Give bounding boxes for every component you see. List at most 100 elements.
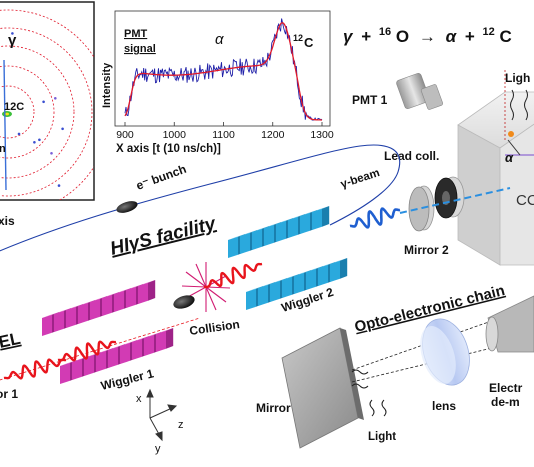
axis-y-arrow	[155, 431, 163, 442]
track-dot	[11, 32, 14, 35]
alpha-arrow-line	[507, 139, 521, 156]
mirror-2: Mirror 2	[404, 185, 449, 257]
vertex-core	[5, 112, 9, 116]
fel-label: EL	[0, 329, 22, 352]
collision-label: Collision	[188, 317, 240, 338]
collision-e-bunch	[173, 295, 195, 309]
axis-x-arrow	[146, 388, 154, 398]
gamma-beam-wave	[349, 207, 401, 229]
light-wave-4	[381, 399, 387, 417]
pmt-1: PMT 1	[352, 73, 444, 110]
fel-beam-line	[0, 317, 201, 381]
pmt-x-tick-label: 1300	[310, 129, 334, 141]
inset-partial-label: n	[0, 143, 6, 155]
lead-coll-label: Lead coll.	[384, 149, 439, 163]
chamber-front-face	[499, 123, 534, 266]
wiggler-1-bottom-block	[156, 328, 174, 352]
reaction-chamber: α CC Ligh	[457, 70, 534, 266]
opto-mirror-label: Mirror	[256, 401, 291, 415]
axis-x-label: x	[136, 393, 142, 405]
eq-gamma: γ	[343, 27, 354, 46]
demux-face	[485, 316, 499, 352]
axis-z-arrow	[167, 404, 178, 412]
svg-text:γ + 16 O: γ + 16 O → α + 12 C	[343, 20, 512, 46]
eq-plus-1: +	[361, 27, 371, 46]
ring-track-dots	[11, 32, 64, 187]
track-dot	[57, 184, 61, 187]
ring-inset: γ 12C n xis	[0, 1, 95, 228]
pmt-x-tick-label: 1200	[261, 129, 285, 141]
light-wave-2	[351, 383, 369, 389]
axis-z-line	[149, 407, 173, 419]
e-bunch-ellipse	[116, 201, 138, 213]
electron-bunch-top: e⁻ bunch	[116, 162, 188, 213]
lens-face	[420, 326, 456, 384]
pmt-x-tick-label: 1100	[212, 129, 235, 141]
opto-mirror: Mirror	[256, 327, 364, 449]
light-wave-3	[369, 399, 375, 417]
chamber-label: CC	[516, 192, 534, 209]
pmt-y-label: Intensity	[101, 62, 113, 108]
track-dot	[17, 132, 21, 136]
mirror-2-label: Mirror 2	[404, 243, 449, 257]
gamma-beam-label: γ-beam	[339, 167, 381, 191]
track-dot	[50, 152, 53, 155]
electro-demultiplexer: Electr de-m	[485, 295, 534, 409]
ring-3	[0, 45, 75, 179]
demux-label-2: de-m	[491, 395, 520, 409]
pmt-alpha-label: α	[215, 31, 224, 48]
eq-o-mass: 16	[379, 26, 391, 38]
ring-inset-frame	[0, 1, 95, 201]
eq-arrow: →	[419, 27, 436, 46]
pmt-x-label: X axis [t (10 ns/ch)]	[116, 143, 221, 155]
light-label-top: Ligh	[505, 71, 530, 85]
track-dot	[54, 97, 57, 100]
chamber-alpha-label: α	[505, 150, 514, 165]
electron-orbit	[0, 144, 401, 252]
axis-z-label: z	[178, 419, 184, 431]
e-bunch-label: e⁻ bunch	[134, 162, 188, 193]
collision-point: Collision	[173, 262, 241, 338]
pmt-x-tick-label: 900	[116, 129, 134, 141]
track-dot	[38, 138, 41, 142]
gamma-wave-path	[349, 207, 401, 229]
lens-label: lens	[432, 399, 456, 413]
wiggler-1-label: Wiggler 1	[99, 366, 155, 393]
track-dot	[42, 100, 45, 104]
opto-mirror-edge	[340, 328, 364, 420]
pmt-fit-curve	[124, 22, 322, 121]
reaction-equation: γ + 16 O → α + 12 C	[343, 20, 512, 46]
pmt-1-body	[396, 73, 430, 109]
ring-2	[0, 65, 55, 159]
pmt-x-tick-label: 1000	[163, 129, 187, 141]
wiggler-1	[42, 280, 174, 384]
light-wave-1	[351, 369, 369, 375]
light-wave-top-2	[524, 89, 528, 121]
wiggler-1-top-block	[138, 280, 156, 304]
eq-plus-2: +	[465, 27, 475, 46]
eq-o-symbol: O	[396, 27, 409, 46]
wiggler-2-top-block	[312, 206, 330, 230]
fel-photon-wave-2	[57, 340, 117, 362]
ring-4	[0, 27, 93, 197]
pmt-1-head	[420, 84, 444, 110]
alpha-track	[3, 59, 7, 191]
mirror-1-label: or 1	[0, 387, 18, 401]
eq-c-mass: 12	[483, 26, 495, 38]
gamma-beam-line	[399, 187, 511, 214]
inset-axis-label: xis	[0, 214, 15, 228]
inset-c12-label: 12C	[4, 101, 24, 113]
lead-collimator: Lead coll.	[384, 149, 465, 219]
track-dot	[33, 141, 36, 144]
pmt-signal-title-1: PMT	[124, 28, 148, 40]
wiggler-2	[228, 206, 348, 310]
facility-label: HIγS facility	[108, 213, 219, 260]
mirror-2-disk	[408, 186, 430, 232]
axis-y-label: y	[155, 443, 161, 455]
pmt-x-ticks: 900 1000 1100 1200 1300	[116, 122, 334, 141]
eq-c-symbol: C	[500, 27, 512, 46]
light-label-bottom: Light	[368, 431, 396, 443]
pmt-raw-trace	[124, 18, 323, 121]
